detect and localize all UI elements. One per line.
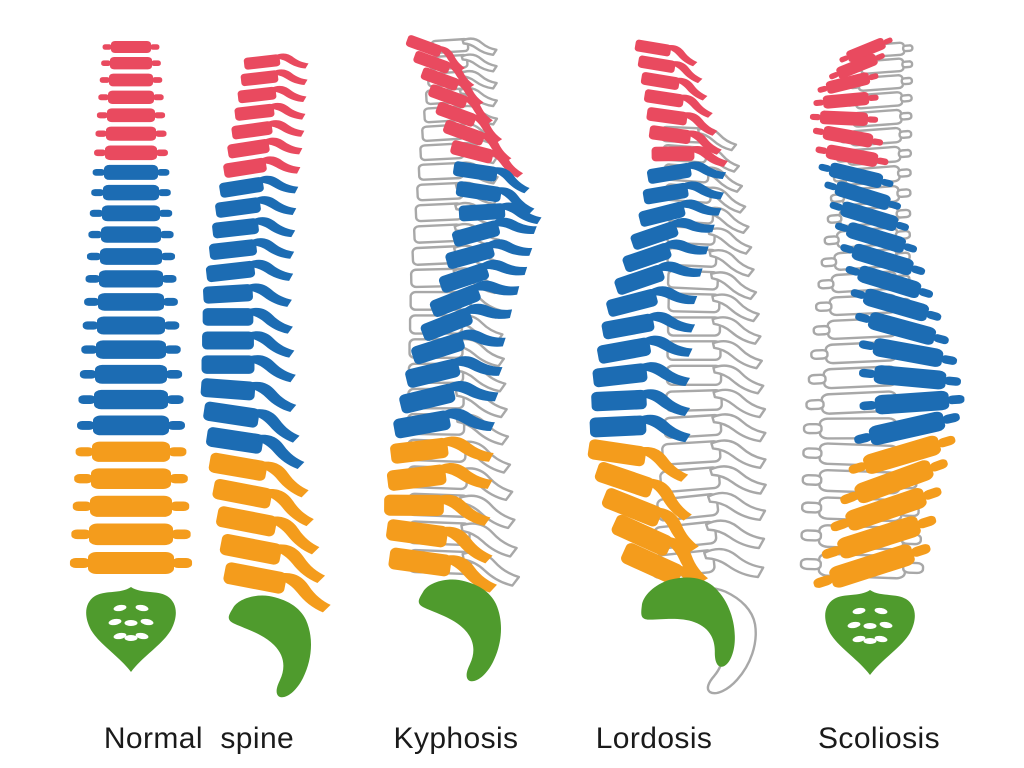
spine-scoliosis [801, 37, 965, 675]
label-lordosis: Lordosis [595, 722, 713, 755]
spine-kyphosis [384, 35, 542, 682]
spine-normal-front [69, 41, 193, 672]
label-scoliosis: Scoliosis [818, 722, 940, 755]
spine-normal-side [200, 53, 331, 698]
label-normal-spine: Normal spine [103, 722, 295, 755]
spine-lordosis [587, 39, 767, 700]
label-kyphosis: Kyphosis [393, 722, 519, 755]
